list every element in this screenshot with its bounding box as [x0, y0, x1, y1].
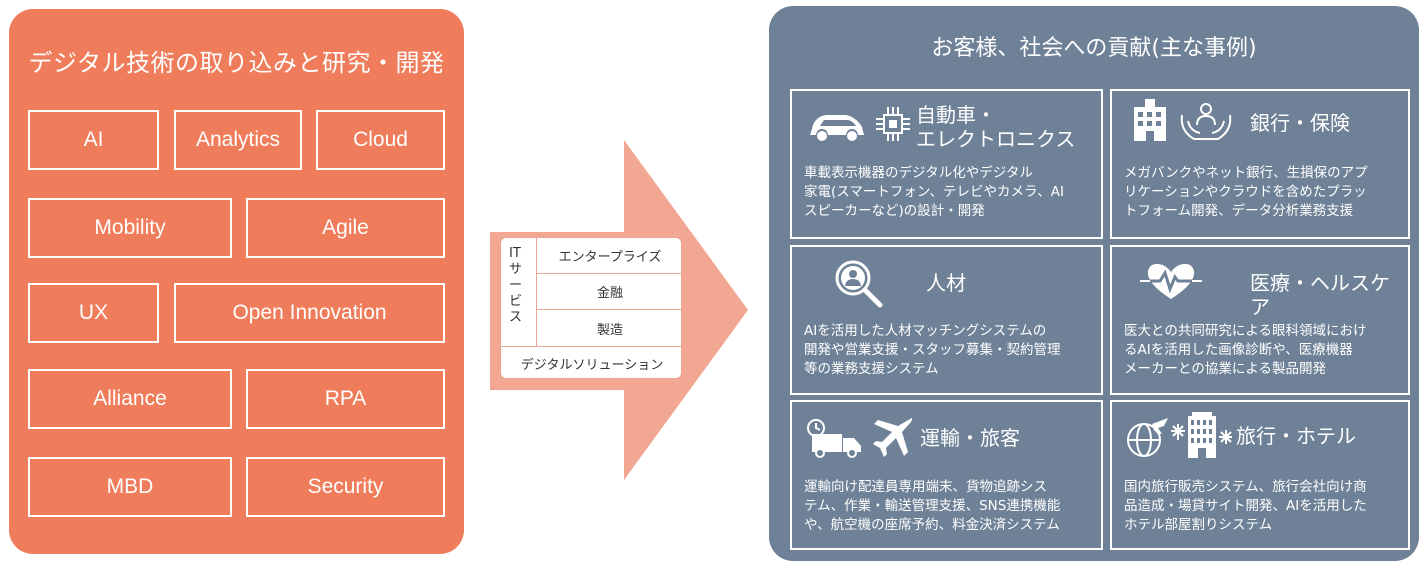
tech-open-innovation: Open Innovation [174, 283, 445, 343]
case-automotive-title: 自動車・ エレクトロニクス [916, 103, 1076, 151]
case-transport-title: 運輸・旅客 [920, 426, 1020, 450]
case-transport: 運輸・旅客 運輸向け配達員専用端末、貨物追跡シス テム、作業・輸送管理支援、SN… [790, 400, 1103, 550]
chip-icon [876, 107, 910, 141]
service-digital-solution: デジタルソリューション [520, 358, 664, 373]
it-services-table: IT サ ー ビ ス エンタープライズ 金融 製造 デジタルソリューション [500, 237, 682, 379]
delivery-truck-icon [807, 419, 861, 458]
case-hr-title: 人材 [926, 271, 966, 295]
case-travel-desc: 国内旅行販売システム、旅行会社向け商 品造成・場貸サイト開発、AIを活用した ホ… [1124, 479, 1367, 533]
protected-person-icon [1180, 103, 1232, 140]
tech-mobility: Mobility [28, 198, 232, 258]
case-medical-title: 医療・ヘルスケア [1250, 271, 1390, 319]
hotel-icon [1171, 412, 1232, 458]
heartbeat-icon [1140, 263, 1202, 299]
tech-agile: Agile [246, 198, 445, 258]
digital-tech-panel: デジタル技術の取り込みと研究・開発 AI Analytics Cloud Mob… [9, 9, 464, 554]
service-manufacturing: 製造 [537, 310, 681, 347]
case-banking: 銀行・保険 メガバンクやネット銀行、生損保のアプ リケーションやクラウドを含めた… [1110, 89, 1410, 239]
tech-mbd: MBD [28, 457, 232, 517]
case-banking-desc: メガバンクやネット銀行、生損保のアプ リケーションやクラウドを含めたプラッ トフ… [1124, 165, 1368, 219]
tech-alliance: Alliance [28, 369, 232, 429]
it-services-label: IT サ ー ビ ス [501, 238, 537, 347]
person-search-icon [835, 260, 883, 308]
tech-ai: AI [28, 110, 159, 170]
globe-plane-icon [1127, 418, 1168, 457]
tech-analytics: Analytics [174, 110, 302, 170]
digital-tech-title: デジタル技術の取り込みと研究・開発 [28, 49, 445, 77]
tech-rpa: RPA [246, 369, 445, 429]
case-medical-desc: 医大との共同研究による眼科領域におけ るAIを活用した画像診断や、医療機器 メー… [1124, 323, 1367, 377]
case-banking-title: 銀行・保険 [1250, 111, 1350, 135]
bank-building-icon [1134, 99, 1166, 141]
airplane-icon [873, 418, 913, 457]
contribution-panel: お客様、社会への貢献(主な事例) 自動車・ エレクトロニクス 車載表示機器のデジ… [769, 6, 1419, 561]
contribution-title: お客様、社会への貢献(主な事例) [931, 36, 1257, 61]
case-travel-title: 旅行・ホテル [1236, 424, 1356, 448]
case-hr-desc: AIを活用した人材マッチングシステムの 開発や営業支援・スタッフ募集・契約管理 … [804, 323, 1061, 377]
tech-cloud: Cloud [316, 110, 445, 170]
case-transport-desc: 運輸向け配達員専用端末、貨物追跡シス テム、作業・輸送管理支援、SNS連携機能 … [804, 479, 1061, 533]
case-medical: 医療・ヘルスケア 医大との共同研究による眼科領域におけ るAIを活用した画像診断… [1110, 245, 1410, 395]
case-hr: 人材 AIを活用した人材マッチングシステムの 開発や営業支援・スタッフ募集・契約… [790, 245, 1103, 395]
service-finance: 金融 [537, 274, 681, 310]
case-automotive: 自動車・ エレクトロニクス 車載表示機器のデジタル化やデジタル 家電(スマートフ… [790, 89, 1103, 239]
tech-security: Security [246, 457, 445, 517]
tech-ux: UX [28, 283, 159, 343]
case-travel: 旅行・ホテル 国内旅行販売システム、旅行会社向け商 品造成・場貸サイト開発、AI… [1110, 400, 1410, 550]
car-icon [810, 115, 864, 141]
case-automotive-desc: 車載表示機器のデジタル化やデジタル 家電(スマートフォン、テレビやカメラ、AI … [804, 165, 1064, 219]
service-enterprise: エンタープライズ [537, 238, 681, 274]
